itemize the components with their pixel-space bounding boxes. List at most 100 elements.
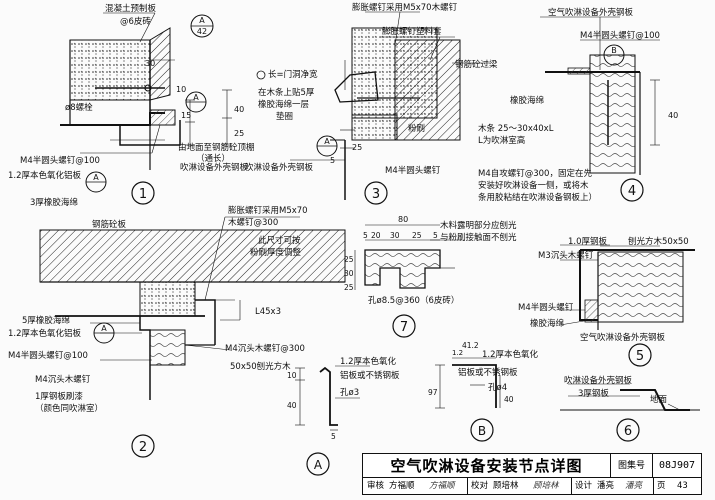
reviewer: 方福顺 — [389, 481, 415, 491]
reviewer-signature: 方福顺 — [429, 481, 455, 491]
d2-num: 2 — [139, 440, 147, 455]
d2-rubber: 5厚橡胶海绵 — [22, 315, 70, 326]
d1-ceiling: 由地面至钢筋砼顶棚 — [178, 142, 255, 153]
d1-dim15: 15 — [181, 111, 191, 120]
d5-shell: 空气吹淋设备外壳钢板 — [580, 332, 666, 343]
check-label: 校对 — [471, 481, 489, 491]
d1-concrete: 混凝土预制板 — [105, 3, 157, 14]
d1-ref2: A — [193, 93, 199, 102]
dB-dim97: 97 — [428, 388, 438, 397]
signature-row: 审核 方福顺 方福顺 校对 顾培林 顾培林 设计 潘亮 潘亮 页 43 — [363, 478, 701, 494]
d6-floor: 地面 — [650, 394, 668, 405]
d5-plate: 1.0厚钢板 — [568, 236, 608, 247]
d3-rubber: 橡胶海绵一层 — [258, 99, 309, 110]
d1-screw: M4半圆头螺钉@100 — [20, 155, 100, 166]
dA-dim5: 5 — [331, 432, 336, 441]
detail-a: 1.2厚本色氧化 铝板或不锈钢板 孔ø3 10 40 5 A — [287, 356, 400, 476]
designer: 潘亮 — [597, 481, 615, 491]
d5-rubber: 橡胶海绵 — [530, 318, 564, 329]
d4-note3: 条用胶粘结在吹淋设备钢板上） — [478, 192, 597, 203]
d2-ref: A — [101, 324, 107, 333]
d3-expansion: 膨胀螺钉采用M5x70木螺钉 — [352, 2, 458, 13]
drawing-title: 空气吹淋设备安装节点详图 — [363, 454, 611, 478]
d1-dim10: 10 — [176, 85, 186, 94]
detail-5: 1.0厚钢板 刨光方木50x50 M3沉头木螺钉 M4半圆头螺钉 橡胶海绵 空气… — [518, 236, 695, 367]
d3-wood: 在木条上贴5厚 — [258, 87, 315, 98]
d2-screw2: M4沉头木螺钉 — [35, 374, 91, 385]
title-block: 空气吹淋设备安装节点详图 图集号 08J907 审核 方福顺 方福顺 校对 顾培… — [362, 453, 702, 495]
d1-6brick: @6皮砖 — [120, 16, 151, 27]
checker: 顾培林 — [493, 481, 519, 491]
d4-note2: 安装好吹淋设备一侧，或将木 — [478, 180, 589, 191]
d1-num: 1 — [139, 187, 147, 202]
d2-gap: 此尺寸可按 — [258, 235, 301, 246]
d1-dim40: 40 — [234, 105, 244, 114]
d2-plate: 1.2厚本色氧化铝板 — [8, 328, 82, 339]
dB-dim412: 41.2 — [462, 341, 479, 350]
d3-length: 长=门洞净宽 — [268, 69, 318, 80]
dB-plate2: 铝板或不锈钢板 — [458, 367, 518, 378]
review-label: 审核 — [367, 481, 385, 491]
d2-timber: 50x50刨光方木 — [230, 361, 291, 372]
d4-screw: M4半圆头螺钉@100 — [580, 30, 660, 41]
d7-hole: 孔ø8.5@360（6皮砖） — [368, 295, 459, 306]
d6-shell: 吹淋设备外壳钢板 — [564, 375, 633, 386]
detail-2: 钢筋砼板 膨胀螺钉采用M5x70 木螺钉@300 此尺寸可按 粉刷厚度调整 L4… — [8, 205, 346, 458]
d3-pad: 垫圈 — [276, 111, 293, 122]
d7-woodnote: 木料露明部分应刨光 — [440, 220, 517, 231]
d2-steel2: （颜色同吹淋室） — [35, 403, 103, 414]
d4-num: 4 — [628, 184, 636, 199]
design-label: 设计 — [575, 481, 593, 491]
d3-dim25: 25 — [352, 143, 362, 152]
d3-dim5: 5 — [330, 156, 335, 165]
detail-6: 吹淋设备外壳钢板 3厚钢板 地面 6 — [560, 375, 700, 442]
d5-screw2: M4半圆头螺钉 — [518, 302, 574, 313]
d1-ref-sheet: 42 — [197, 27, 207, 36]
d7-d25: 25 — [412, 231, 422, 240]
designer-signature: 潘亮 — [625, 481, 643, 491]
d2-steel: 1厚钢板刷漆 — [35, 391, 83, 402]
dA-ref: A — [314, 458, 323, 472]
d7-dim80: 80 — [398, 215, 408, 224]
d4-ref: B — [611, 46, 617, 55]
d7-v30: 30 — [344, 269, 354, 278]
d5-screw: M3沉头木螺钉 — [538, 250, 594, 261]
d1-ref-top: A — [199, 16, 205, 25]
d5-num: 5 — [636, 349, 644, 364]
d3-shell: 吹淋设备外壳钢板 — [245, 162, 314, 173]
d7-v25: 25 — [344, 255, 354, 264]
d2-slab: 钢筋砼板 — [92, 219, 127, 230]
d7-d5: 5 — [433, 231, 438, 240]
detail-7: 80 5 20 30 25 5 25 30 25 木料露明部分应刨光 与粉刷接触… — [344, 215, 517, 338]
d2-m4300: M4沉头木螺钉@300 — [225, 343, 305, 354]
d5-timber: 刨光方木50x50 — [628, 236, 689, 247]
page-number: 43 — [677, 481, 688, 491]
dB-plate: 1.2厚本色氧化 — [482, 349, 539, 360]
dA-plate2: 铝板或不锈钢板 — [340, 370, 400, 381]
d7-d20: 20 — [371, 231, 381, 240]
d1-dim30: 30 — [145, 59, 155, 68]
d2-gap2: 粉刷厚度调整 — [250, 247, 302, 258]
d1-ref3: A — [93, 173, 99, 182]
d4-note1: M4自攻螺钉@300，固定在先 — [478, 168, 592, 179]
d7-v25b: 25 — [344, 283, 354, 292]
d3-lintel: 钢筋砼过梁 — [455, 59, 498, 70]
d3-plastic: 膨胀螺钉塑料套 — [382, 26, 442, 37]
atlas-number: 08J907 — [653, 454, 701, 478]
dB-dim12: 1.2 — [452, 349, 463, 357]
d4-shell: 空气吹淋设备外壳钢板 — [548, 7, 634, 18]
d1-shell: 吹淋设备外壳钢板 — [180, 162, 249, 173]
d7-num: 7 — [400, 320, 408, 335]
d1-plate: 1.2厚本色氧化铝板 — [8, 170, 82, 181]
d2-screw: M4半圆头螺钉@100 — [8, 350, 88, 361]
d2-expansion: 膨胀螺钉采用M5x70 — [228, 205, 308, 216]
d2-angle: L45x3 — [255, 307, 281, 317]
detail-4: 空气吹淋设备外壳钢板 M4半圆头螺钉@100 B 橡胶海绵 40 木条 25～3… — [478, 7, 678, 203]
d1-bolt: ø8螺栓 — [65, 102, 93, 113]
dA-plate: 1.2厚本色氧化 — [340, 356, 397, 367]
d4-rubber: 橡胶海绵 — [510, 95, 544, 106]
d3-plaster: 粉刷 — [408, 123, 425, 134]
checker-signature: 顾培林 — [533, 481, 559, 491]
